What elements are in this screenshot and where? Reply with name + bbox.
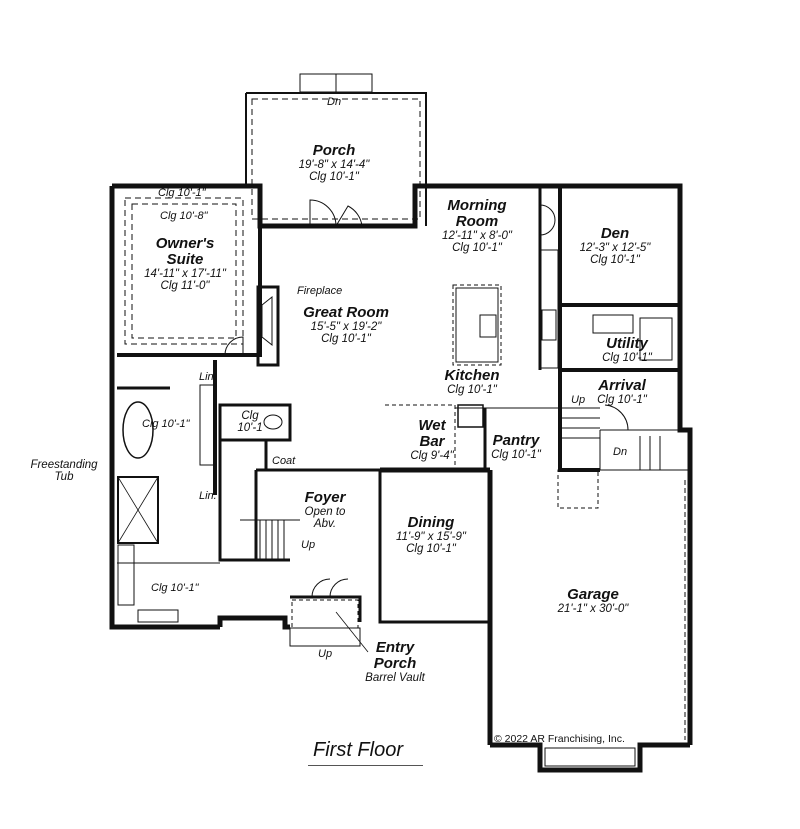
coat-closet-label: Coat	[272, 455, 296, 467]
room-pantry: Pantry Clg 10'-1"	[491, 433, 541, 461]
room-garage: Garage 21'-1" x 30'-0"	[558, 587, 629, 615]
linen-closet-1-label: Lin.	[199, 371, 217, 383]
room-utility: Utility Clg 10'-1"	[602, 336, 652, 364]
room-name: Wet	[418, 417, 446, 434]
owners-suite-ceiling-outer: Clg 10'-1"	[158, 187, 206, 199]
room-ceiling: Clg 10'-1"	[590, 253, 640, 266]
foyer-note-2: Abv.	[313, 517, 337, 530]
tub-note-line-1: Freestanding	[30, 459, 98, 471]
room-ceiling: Clg 10'-1"	[406, 542, 456, 555]
room-name: Dining	[407, 514, 455, 531]
foyer-stair-up-label: Up	[301, 539, 316, 551]
owners-bath-ceiling: Clg 10'-1"	[142, 418, 190, 430]
room-dims: 12'-3" x 12'-5"	[579, 241, 651, 254]
fireplace-label: Fireplace	[297, 285, 343, 297]
room-name: Pantry	[492, 432, 540, 449]
powder-room: Clg 10'-1	[237, 410, 262, 434]
room-ceiling: Clg	[241, 410, 259, 422]
room-name: Utility	[606, 335, 648, 352]
room-arrival: Arrival Clg 10'-1"	[597, 378, 647, 406]
room-den: Den 12'-3" x 12'-5" Clg 10'-1"	[580, 226, 651, 266]
room-ceiling: Clg 11'-0"	[160, 279, 210, 292]
room-name-2: Porch	[373, 654, 417, 672]
foyer-note-1: Open to	[304, 505, 346, 518]
room-name: Den	[600, 225, 630, 242]
room-name: Foyer	[304, 489, 346, 506]
room-dims: 14'-11" x 17'-11"	[144, 267, 226, 280]
room-dims: 15'-5" x 19'-2"	[310, 320, 382, 333]
room-ceiling: Clg 10'-1"	[597, 393, 647, 406]
room-name: Entry	[375, 639, 415, 656]
room-dims: 21'-1" x 30'-0"	[557, 602, 629, 615]
room-name-2: Room	[455, 212, 499, 230]
entry-stair-up-label: Up	[318, 648, 333, 660]
room-entry-porch: Entry Porch Barrel Vault	[365, 640, 425, 684]
room-porch: Porch 19'-8" x 14'-4" Clg 10'-1"	[299, 143, 370, 183]
room-ceiling: Clg 10'-1"	[309, 170, 359, 183]
porch-stair-label: Dn	[327, 96, 342, 108]
copyright-notice: © 2022 AR Franchising, Inc.	[494, 733, 625, 745]
room-name: Morning	[447, 197, 507, 214]
room-ceiling: Clg 10'-1"	[452, 241, 502, 254]
room-name: Porch	[312, 142, 356, 159]
room-dims: 12'-11" x 8'-0"	[442, 229, 512, 242]
room-ceiling: Clg 10'-1"	[491, 448, 541, 461]
room-dims: 19'-8" x 14'-4"	[298, 158, 370, 171]
arrival-stair-up-label: Up	[571, 394, 586, 406]
room-name: Garage	[567, 586, 619, 603]
room-name-2: Suite	[166, 250, 204, 268]
room-ceiling-2: 10'-1	[237, 422, 263, 435]
room-ceiling: Clg 10'-1"	[321, 332, 371, 345]
room-foyer: Foyer Open to Abv.	[305, 490, 346, 530]
room-morning-room: Morning Room 12'-11" x 8'-0" Clg 10'-1"	[442, 198, 512, 254]
room-ceiling: Clg 10'-1"	[602, 351, 652, 364]
tub-note-line-2: Tub	[54, 471, 74, 484]
room-ceiling: Clg 9'-4"	[410, 449, 454, 462]
room-name-2: Bar	[419, 432, 445, 450]
room-dining: Dining 11'-9" x 15'-9" Clg 10'-1"	[396, 515, 466, 555]
room-ceiling: Clg 10'-1"	[447, 383, 497, 396]
room-kitchen: Kitchen Clg 10'-1"	[444, 368, 499, 396]
entry-porch-note: Barrel Vault	[365, 671, 425, 684]
freestanding-tub-note: Freestanding Tub	[30, 459, 97, 483]
room-owners-suite: Owner's Suite 14'-11" x 17'-11" Clg 11'-…	[144, 236, 226, 292]
owners-suite-ceiling-tray: Clg 10'-8"	[160, 210, 208, 222]
arrival-stair-down-label: Dn	[613, 446, 628, 458]
closet-ceiling: Clg 10'-1"	[151, 582, 199, 594]
title-underline	[308, 765, 423, 766]
room-great-room: Great Room 15'-5" x 19'-2" Clg 10'-1"	[303, 305, 389, 345]
room-name: Great Room	[303, 304, 389, 321]
room-name: Arrival	[598, 377, 646, 394]
room-wet-bar: Wet Bar Clg 9'-4"	[410, 418, 453, 462]
room-dims: 11'-9" x 15'-9"	[396, 530, 466, 543]
room-name: Owner's	[155, 235, 215, 252]
plan-title: First Floor	[313, 739, 403, 761]
room-name: Kitchen	[444, 367, 500, 384]
linen-closet-2-label: Lin.	[199, 490, 217, 502]
